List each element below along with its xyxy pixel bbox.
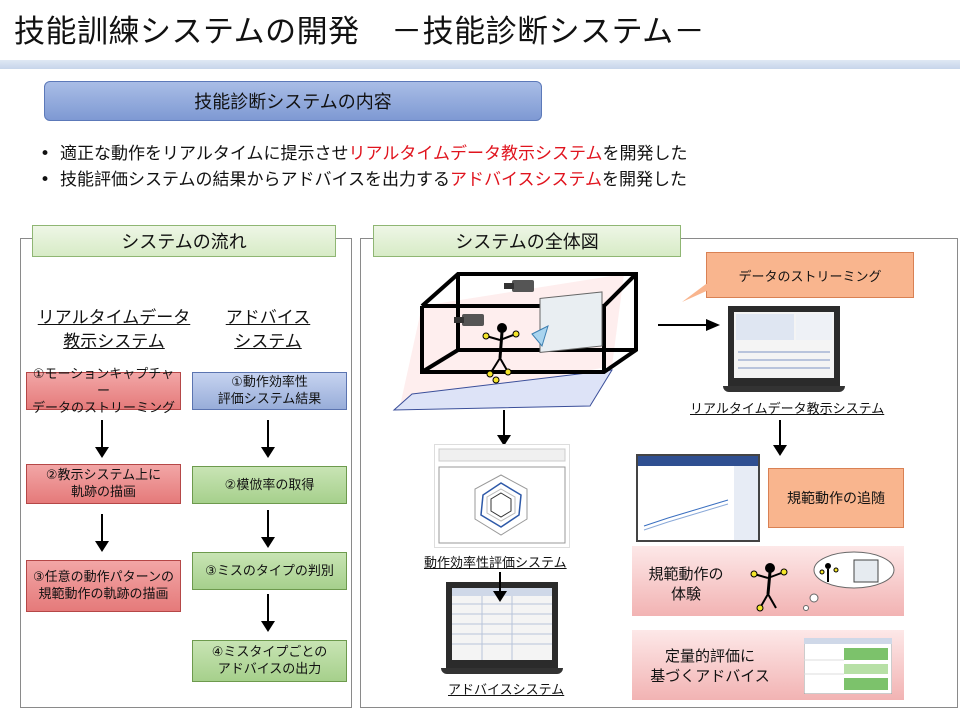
right-arrow	[658, 319, 720, 331]
step-line: データのストリーミング	[31, 400, 175, 416]
step-line: ③ミスのタイプの判別	[205, 563, 334, 579]
title-divider	[0, 60, 960, 69]
step-line: ①動作効率性	[231, 375, 308, 390]
step-line: ①モーションキャプチャー	[32, 366, 175, 399]
page-title: 技能訓練システムの開発 －技能診断システム－	[14, 14, 706, 50]
experience-line: 体験	[670, 585, 701, 603]
laptop-screen	[728, 306, 840, 386]
down-arrow	[95, 514, 109, 552]
bullet-dot: •	[40, 144, 51, 164]
step-line: ④ミスタイプごとの	[211, 645, 328, 660]
flow-step-efficiency-result: ①動作効率性評価システム結果	[192, 372, 347, 410]
line-graph-icon	[638, 456, 758, 540]
bullet-highlight: リアルタイムデータ教示システム	[348, 144, 603, 164]
radar-chart-icon	[438, 448, 566, 544]
down-arrow	[261, 420, 275, 458]
norm-experience-box: 規範動作の 体験	[632, 546, 904, 616]
realtime-caption: リアルタイムデータ教示システム	[690, 402, 885, 417]
step-line: ②模倣率の取得	[224, 477, 315, 493]
flow-col2-heading: アドバイス システム	[208, 306, 328, 354]
efficiency-caption: 動作効率性評価システム	[424, 556, 567, 571]
quant-line: 定量的評価に	[664, 647, 755, 665]
realtime-laptop	[723, 306, 845, 392]
bullet-highlight: アドバイスシステム	[449, 170, 602, 190]
down-arrow	[773, 420, 787, 456]
step-line: 軌跡の描画	[70, 485, 136, 500]
follow-callout: 規範動作の追随	[768, 468, 904, 528]
bullet-item: • 技能評価システムの結果からアドバイスを出力するアドバイスシステムを開発した	[40, 167, 687, 193]
flow-col2-heading-line: システム	[234, 332, 302, 352]
callout-tail	[682, 284, 722, 302]
down-arrow	[497, 410, 511, 446]
efficiency-screenshot	[434, 444, 570, 548]
quant-label: 定量的評価に 基づくアドバイス	[642, 646, 778, 686]
flow-col1-heading: リアルタイムデータ 教示システム	[34, 306, 194, 354]
laptop-base	[723, 386, 845, 392]
bullet-text: を開発した	[602, 144, 688, 164]
flow-step-miss-type: ③ミスのタイプの判別	[192, 552, 347, 590]
experience-line: 規範動作の	[648, 565, 724, 583]
bullet-text: 技能評価システムの結果からアドバイスを出力する	[60, 170, 450, 190]
motion-capture-cube	[392, 272, 638, 411]
flow-col2-heading-line: アドバイス	[225, 308, 311, 328]
bullet-item: • 適正な動作をリアルタイムに提示させリアルタイムデータ教示システムを開発した	[40, 141, 687, 167]
streaming-callout: データのストリーミング	[706, 252, 914, 298]
camera-icon	[454, 314, 484, 326]
imitation-figure-icon	[750, 551, 895, 612]
step-line: ②教示システム上に	[45, 468, 162, 483]
bullet-list: •適正な動作をリアルタイムに提示させリアルタイムデータ教示システムを開発した •…	[40, 141, 687, 193]
experience-label: 規範動作の 体験	[640, 564, 732, 604]
quant-line: 基づくアドバイス	[650, 667, 770, 685]
camera-icon	[504, 280, 534, 292]
follow-screenshot	[636, 454, 760, 542]
flow-step-trajectory: ②教示システム上に軌跡の描画	[26, 464, 181, 504]
flow-col1-heading-line: 教示システム	[63, 332, 165, 352]
flow-step-streaming: ①モーションキャプチャーデータのストリーミング	[26, 367, 181, 416]
step-line: 規範動作の軌跡の描画	[38, 587, 169, 602]
flow-col1-heading-line: リアルタイムデータ	[37, 308, 191, 328]
bullet-text: を開発した	[601, 170, 687, 190]
laptop-base	[441, 668, 563, 674]
down-arrow	[95, 420, 109, 458]
flow-step-imitation: ②模倣率の取得	[192, 466, 347, 504]
step-line: アドバイスの出力	[217, 662, 322, 677]
flow-step-advice-output: ④ミスタイプごとのアドバイスの出力	[192, 640, 347, 682]
quant-advice-box: 定量的評価に 基づくアドバイス	[632, 630, 904, 700]
flow-panel-title: システムの流れ	[32, 225, 336, 257]
section-heading: 技能診断システムの内容	[44, 81, 542, 121]
screen-content	[736, 314, 832, 369]
advice-caption: アドバイスシステム	[448, 683, 565, 698]
spreadsheet-icon	[804, 638, 892, 694]
down-arrow	[261, 510, 275, 548]
bullet-text: 適正な動作をリアルタイムに提示させ	[60, 144, 349, 164]
step-line: ③任意の動作パターンの	[32, 570, 174, 585]
overview-panel-title: システムの全体図	[373, 225, 681, 257]
flow-step-norm-trajectory: ③任意の動作パターンの規範動作の軌跡の描画	[26, 560, 181, 612]
bullet-dot: •	[40, 170, 51, 190]
down-arrow	[261, 594, 275, 632]
step-line: 評価システム結果	[217, 392, 322, 407]
person-figure-icon	[482, 323, 520, 384]
down-arrow	[493, 572, 507, 602]
